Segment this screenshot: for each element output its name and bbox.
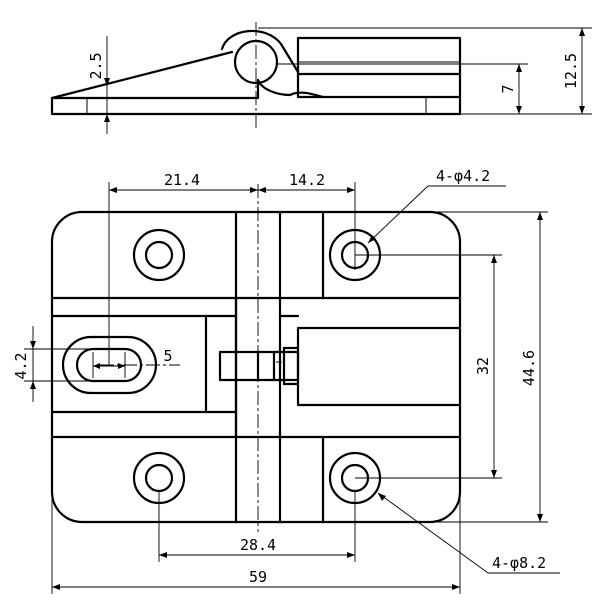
dim-thickness-arrow-bottom xyxy=(104,114,110,122)
plate-outline xyxy=(50,210,462,524)
dim-hole-spacing-h-label: 28.4 xyxy=(240,536,276,554)
dim-right-offset-arrow-right xyxy=(347,187,355,193)
right-block xyxy=(296,326,462,407)
side-curve-lower xyxy=(288,91,325,99)
dim-right-offset-label: 14.2 xyxy=(289,171,325,189)
callout-small-holes-label: 4-φ4.2 xyxy=(436,167,490,185)
callout-small-leader xyxy=(367,185,429,244)
hole-top-left xyxy=(132,228,186,282)
dim-right-offset-arrow-left xyxy=(258,187,266,193)
dim-height-total-label: 12.5 xyxy=(562,53,580,89)
dim-left-offset-label: 21.4 xyxy=(164,171,200,189)
dim-hole-spacing-h-arrow-left xyxy=(159,552,167,558)
dim-height-block-arrow-bottom xyxy=(516,106,522,114)
side-slope-leaf xyxy=(50,50,234,100)
callout-large-arrow xyxy=(378,493,386,501)
callout-large-leader xyxy=(377,492,489,574)
dim-height-total-arrow-top xyxy=(579,28,585,36)
dim-thickness-arrow-top xyxy=(104,78,110,86)
dim-left-offset-arrow-right xyxy=(250,187,258,193)
dim-slot-length-arrow-right xyxy=(118,363,125,369)
dim-slot-width-label: 4.2 xyxy=(12,352,30,379)
callout-large-holes-label: 4-φ8.2 xyxy=(492,554,546,572)
dim-slot-width-arrow-bottom xyxy=(30,381,36,389)
side-knuckle-neck xyxy=(256,78,292,100)
dim-thickness-label: 2.5 xyxy=(87,52,105,79)
dim-hole-spacing-h-arrow-right xyxy=(347,552,355,558)
dim-left-offset-arrow-left xyxy=(109,187,117,193)
dim-height-arrow-top xyxy=(537,212,543,220)
callout-small-arrow xyxy=(368,235,376,243)
dim-hole-spacing-v-arrow-top xyxy=(491,255,497,263)
dim-slot-width-arrow-top xyxy=(30,341,36,349)
dim-width-arrow-left xyxy=(52,584,60,590)
dim-hole-spacing-v-arrow-bottom xyxy=(491,470,497,478)
dim-width-label: 59 xyxy=(249,568,267,586)
dim-height-label: 44.6 xyxy=(520,350,538,386)
side-knuckle-outer xyxy=(220,29,300,74)
top-view: 21.4 14.2 4-φ4.2 4.2 5 32 xyxy=(12,167,560,594)
dim-height-total-arrow-bottom xyxy=(579,106,585,114)
dim-height-arrow-bottom xyxy=(537,514,543,522)
side-right-block xyxy=(296,36,462,99)
dim-width-arrow-right xyxy=(452,584,460,590)
dim-slot-length-label: 5 xyxy=(163,347,172,365)
dim-hole-spacing-v-label: 32 xyxy=(474,357,492,375)
dim-height-block-arrow-top xyxy=(516,64,522,72)
side-view: 2.5 12.5 7 xyxy=(50,22,592,134)
dim-slot-length-arrow-left xyxy=(93,363,100,369)
dim-height-block-label: 7 xyxy=(499,84,517,93)
